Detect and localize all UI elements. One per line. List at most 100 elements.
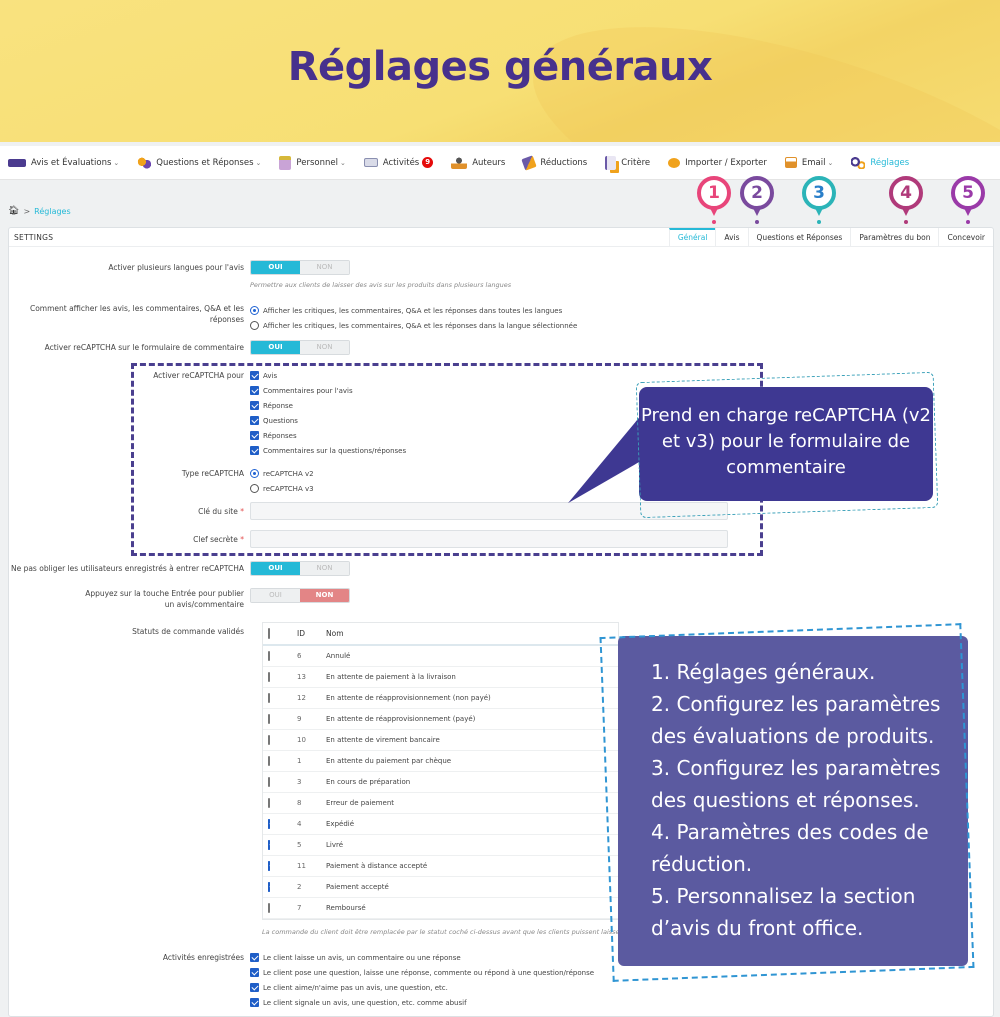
checkbox-checked[interactable] bbox=[250, 983, 259, 992]
select-all-checkbox[interactable] bbox=[268, 628, 270, 639]
row-checkbox-checked[interactable] bbox=[268, 819, 270, 829]
nav-item-reviews[interactable]: Avis et Évaluations⌄ bbox=[8, 158, 119, 168]
row-checkbox[interactable] bbox=[268, 903, 270, 913]
tab-voucher-settings[interactable]: Paramètres du bon bbox=[850, 228, 938, 247]
recaptcha-for-questions[interactable]: Questions bbox=[250, 413, 406, 428]
pin-marker-5: 5 bbox=[951, 176, 985, 224]
recaptcha-enable-toggle[interactable]: OUI NON bbox=[250, 340, 350, 355]
row-checkbox[interactable] bbox=[268, 651, 270, 661]
row-checkbox-checked[interactable] bbox=[268, 861, 270, 871]
toggle-no[interactable]: NON bbox=[300, 589, 349, 602]
nav-item-email[interactable]: Email⌄ bbox=[784, 157, 833, 168]
panel-title: SETTINGS bbox=[9, 228, 993, 247]
breadcrumb: 🏠︎ > Réglages bbox=[8, 206, 71, 216]
required-marker: * bbox=[240, 535, 244, 544]
radio-unselected[interactable] bbox=[250, 321, 259, 330]
row-checkbox[interactable] bbox=[268, 777, 270, 787]
tab-design[interactable]: Concevoir bbox=[938, 228, 993, 247]
nav-item-import-export[interactable]: Importer / Exporter bbox=[668, 157, 767, 168]
pin-marker-2: 2 bbox=[740, 176, 774, 224]
checkbox-checked[interactable] bbox=[250, 386, 259, 395]
activity-option[interactable]: Le client laisse un avis, un commentaire… bbox=[250, 950, 594, 965]
recaptcha-callout: Prend en charge reCAPTCHA (v2 et v3) pou… bbox=[639, 387, 933, 501]
toggle-no[interactable]: NON bbox=[300, 562, 349, 575]
toggle-yes[interactable]: OUI bbox=[251, 562, 300, 575]
checkbox-checked[interactable] bbox=[250, 431, 259, 440]
toggle-no[interactable]: NON bbox=[300, 261, 349, 274]
row-checkbox[interactable] bbox=[268, 756, 270, 766]
checkbox-checked[interactable] bbox=[250, 401, 259, 410]
display-option-selected-language[interactable]: Afficher les critiques, les commentaires… bbox=[250, 318, 577, 333]
row-checkbox[interactable] bbox=[268, 798, 270, 808]
row-checkbox[interactable] bbox=[268, 693, 270, 703]
checkbox-checked[interactable] bbox=[250, 998, 259, 1007]
activity-option[interactable]: Le client signale un avis, une question,… bbox=[250, 995, 594, 1010]
tab-general[interactable]: Général bbox=[668, 228, 716, 247]
multi-language-toggle[interactable]: OUI NON bbox=[250, 260, 350, 275]
recaptcha-for-reply[interactable]: Réponse bbox=[250, 398, 406, 413]
activities-icon bbox=[363, 158, 378, 167]
row-no-force-registered: Ne pas obliger les utilisateurs enregist… bbox=[0, 561, 350, 576]
tab-questions-answers[interactable]: Questions et Réponses bbox=[747, 228, 851, 247]
tab-number-markers: 1 2 3 4 5 bbox=[0, 176, 1000, 226]
tab-reviews[interactable]: Avis bbox=[715, 228, 747, 247]
toggle-yes[interactable]: OUI bbox=[251, 341, 300, 354]
recaptcha-for-review-comments[interactable]: Commentaires pour l'avis bbox=[250, 383, 406, 398]
enter-to-post-toggle[interactable]: OUI NON bbox=[250, 588, 350, 603]
row-checkbox[interactable] bbox=[268, 735, 270, 745]
activity-option[interactable]: Le client aime/n'aime pas un avis, une q… bbox=[250, 980, 594, 995]
secret-key-input[interactable] bbox=[250, 530, 728, 548]
checkbox-checked[interactable] bbox=[250, 416, 259, 425]
radio-unselected[interactable] bbox=[250, 484, 259, 493]
nav-item-questions[interactable]: Questions et Réponses⌄ bbox=[137, 156, 261, 169]
toggle-no[interactable]: NON bbox=[300, 341, 349, 354]
checkbox-checked[interactable] bbox=[250, 953, 259, 962]
radio-selected[interactable] bbox=[250, 306, 259, 315]
hero-banner: Réglages généraux bbox=[0, 0, 1000, 142]
nav-item-authors[interactable]: Auteurs bbox=[451, 156, 505, 169]
checkbox-checked[interactable] bbox=[250, 446, 259, 455]
nav-item-personnel[interactable]: Personnel⌄ bbox=[279, 155, 346, 170]
recaptcha-for-qa-comments[interactable]: Commentaires sur la questions/réponses bbox=[250, 443, 406, 458]
no-force-registered-toggle[interactable]: OUI NON bbox=[250, 561, 350, 576]
pin-marker-1: 1 bbox=[697, 176, 731, 224]
row-checkbox-checked[interactable] bbox=[268, 840, 270, 850]
recaptcha-v2-option[interactable]: reCAPTCHA v2 bbox=[250, 466, 314, 481]
breadcrumb-current[interactable]: Réglages bbox=[34, 206, 71, 216]
display-option-all-languages[interactable]: Afficher les critiques, les commentaires… bbox=[250, 303, 577, 318]
toggle-yes[interactable]: OUI bbox=[251, 261, 300, 274]
checkbox-checked[interactable] bbox=[250, 968, 259, 977]
site-key-input[interactable] bbox=[250, 502, 728, 520]
nav-item-settings[interactable]: Réglages bbox=[851, 156, 909, 169]
checkbox-checked[interactable] bbox=[250, 371, 259, 380]
recaptcha-for-reviews[interactable]: Avis bbox=[250, 368, 406, 383]
recaptcha-v3-option[interactable]: reCAPTCHA v3 bbox=[250, 481, 314, 496]
feature-item: 5. Personnalisez la section d’avis du fr… bbox=[651, 884, 916, 940]
row-checkbox[interactable] bbox=[268, 714, 270, 724]
notification-badge: 9 bbox=[422, 157, 434, 168]
nav-item-criteria[interactable]: Critère bbox=[605, 155, 650, 170]
activity-option[interactable]: Le client pose une question, laisse une … bbox=[250, 965, 594, 980]
radio-selected[interactable] bbox=[250, 469, 259, 478]
toggle-yes[interactable]: OUI bbox=[251, 589, 300, 602]
recaptcha-for-answers[interactable]: Réponses bbox=[250, 428, 406, 443]
row-checkbox-checked[interactable] bbox=[268, 882, 270, 892]
row-checkbox[interactable] bbox=[268, 672, 270, 682]
home-icon[interactable]: 🏠︎ bbox=[8, 206, 20, 216]
row-secret-key: Clef secrète * bbox=[0, 530, 728, 548]
nav-item-discounts[interactable]: Réductions bbox=[521, 154, 587, 171]
